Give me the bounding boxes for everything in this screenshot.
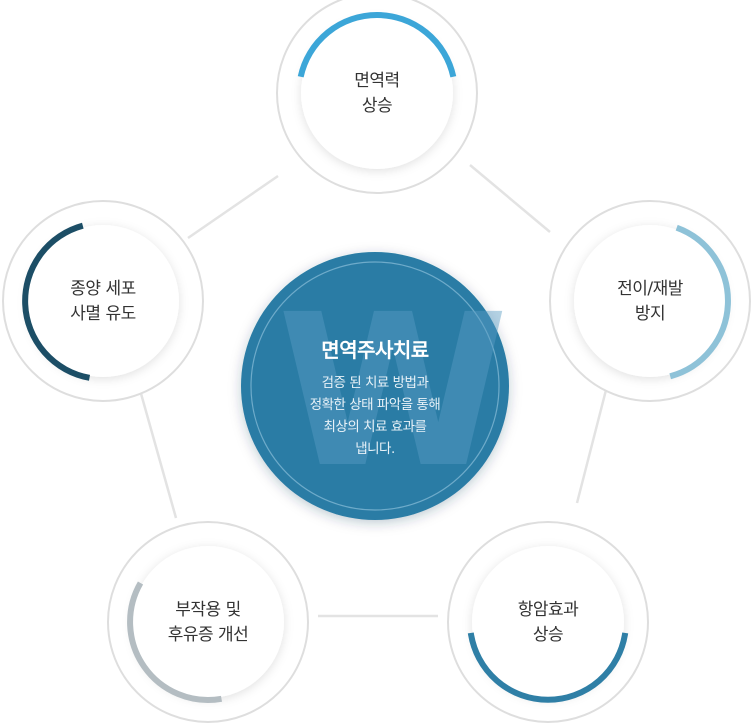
node-3-line-1: 부작용 및 [175, 600, 241, 620]
center-desc-line-4: 냅니다. [355, 441, 395, 457]
node-5 [2, 200, 204, 402]
center-desc-line-1: 검증 된 치료 방법과 [321, 375, 429, 391]
center-watermark-logo: W [277, 269, 509, 514]
center-desc-line-3: 최상의 치료 효과를 [323, 419, 427, 435]
node-accent-arc [127, 581, 223, 703]
connector-line-1 [469, 164, 551, 233]
node-1-line-2: 방지 [634, 304, 666, 324]
node-label-3: 부작용 및 후유증 개선 [128, 598, 288, 648]
center-disc [241, 252, 509, 520]
node-2-line-1: 항암효과 [517, 600, 579, 620]
node-inner-disc [301, 17, 453, 169]
center-inner-ring [250, 261, 500, 511]
node-1-line-1: 전이/재발 [617, 279, 683, 299]
center-title: 면역주사치료 [321, 338, 429, 362]
node-4-line-2: 사멸 유도 [70, 304, 136, 324]
node-0-line-2: 상승 [361, 96, 393, 116]
node-accent-arc [297, 12, 457, 78]
node-inner-disc [132, 546, 284, 698]
node-3 [447, 521, 649, 723]
node-2-line-2: 상승 [532, 625, 564, 645]
node-1 [276, 0, 478, 194]
node-label-2: 항암효과 상승 [468, 598, 628, 648]
node-accent-arc [669, 224, 731, 380]
node-0-line-1: 면역력 [354, 71, 400, 91]
center-description: 검증 된 치료 방법과 정확한 상태 파악을 통해 최상의 치료 효과를 냅니다… [255, 372, 495, 460]
node-label-0: 면역력 상승 [297, 69, 457, 119]
node-4 [107, 521, 309, 723]
node-3-line-2: 후유증 개선 [167, 625, 249, 645]
node-label-4: 종양 세포 사멸 유도 [23, 277, 183, 327]
node-4-line-1: 종양 세포 [70, 279, 136, 299]
node-inner-disc [472, 546, 624, 698]
connector-line-4 [138, 389, 178, 519]
node-inner-disc [574, 225, 726, 377]
node-inner-disc [27, 225, 179, 377]
node-accent-arc [467, 632, 629, 703]
node-2 [549, 200, 751, 402]
center-desc-line-2: 정확한 상태 파악을 통해 [309, 397, 441, 413]
node-label-1: 전이/재발 방지 [570, 277, 730, 327]
center-node: W [241, 252, 509, 520]
connector-line-5 [187, 174, 279, 240]
node-accent-arc [22, 222, 91, 381]
connector-line-2 [575, 389, 608, 504]
